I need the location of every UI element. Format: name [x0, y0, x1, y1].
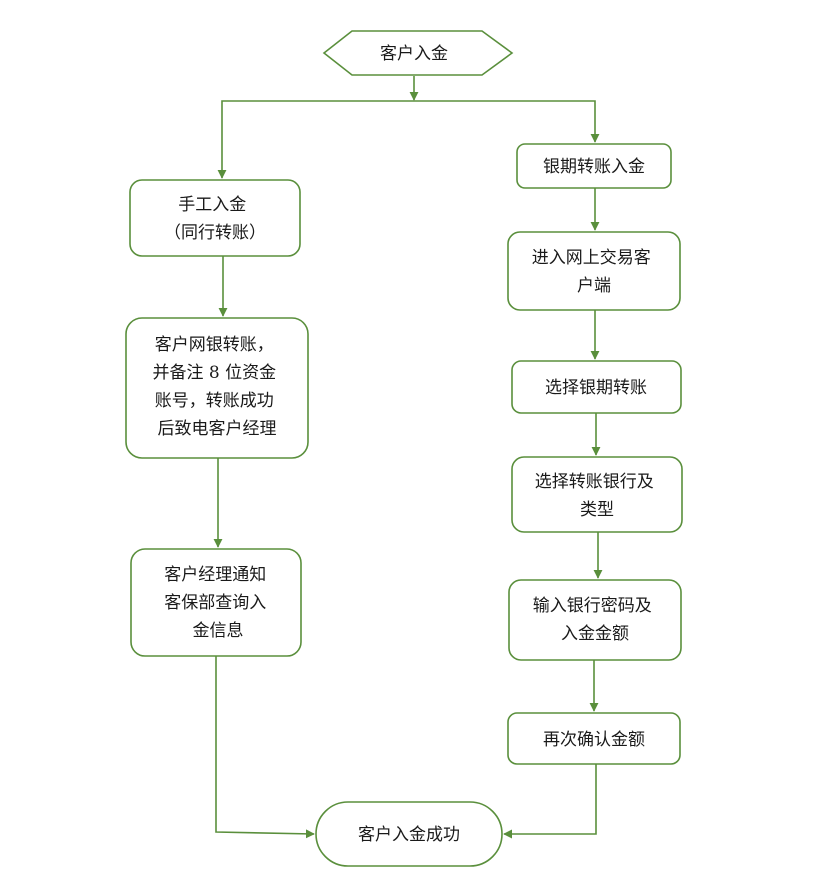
- node-input-password: 输入银行密码及 入金金额: [508, 579, 682, 661]
- node-start-label: 客户入金: [380, 44, 448, 64]
- connectors: [213, 76, 603, 839]
- node-manual-deposit: 手工入金 （同行转账）: [129, 179, 301, 257]
- node-notify-dept: 客户经理通知 客保部查询入 金信息: [130, 548, 302, 657]
- edge-notify-to-end: [215, 656, 315, 839]
- node-enter-client-label: 进入网上交易客 户端: [532, 248, 656, 296]
- node-confirm-amount: 再次确认金额: [507, 712, 681, 765]
- node-confirm-amount-label: 再次确认金额: [543, 730, 645, 750]
- node-start: 客户入金: [322, 30, 514, 76]
- node-online-transfer: 客户网银转账， 并备注 8 位资金 账号，转账成功 后致电客户经理: [125, 317, 309, 459]
- node-select-bank: 选择转账银行及 类型: [511, 456, 683, 533]
- node-end-label: 客户入金成功: [358, 825, 460, 845]
- node-end: 客户入金成功: [315, 801, 503, 867]
- node-select-bank-label: 选择转账银行及 类型: [535, 472, 659, 520]
- node-bank-futures: 银期转账入金: [516, 143, 672, 189]
- node-manual-deposit-label: 手工入金 （同行转账）: [164, 195, 266, 243]
- node-online-transfer-label: 客户网银转账， 并备注 8 位资金 账号，转账成功 后致电客户经理: [152, 335, 281, 439]
- node-enter-client: 进入网上交易客 户端: [507, 231, 681, 311]
- nodes: 客户入金 手工入金 （同行转账） 客户网银转账， 并备注 8 位资金 账号，转账…: [125, 30, 683, 867]
- edge-split-to-bank-futures: [414, 100, 600, 143]
- edge-split-to-manual-deposit: [217, 100, 414, 179]
- node-bank-futures-label: 银期转账入金: [543, 157, 645, 177]
- node-select-transfer-label: 选择银期转账: [545, 378, 647, 398]
- edge-confirm-to-end: [503, 764, 597, 839]
- node-input-password-label: 输入银行密码及 入金金额: [533, 596, 657, 644]
- node-notify-dept-label: 客户经理通知 客保部查询入 金信息: [164, 565, 271, 641]
- node-select-transfer: 选择银期转账: [511, 360, 682, 414]
